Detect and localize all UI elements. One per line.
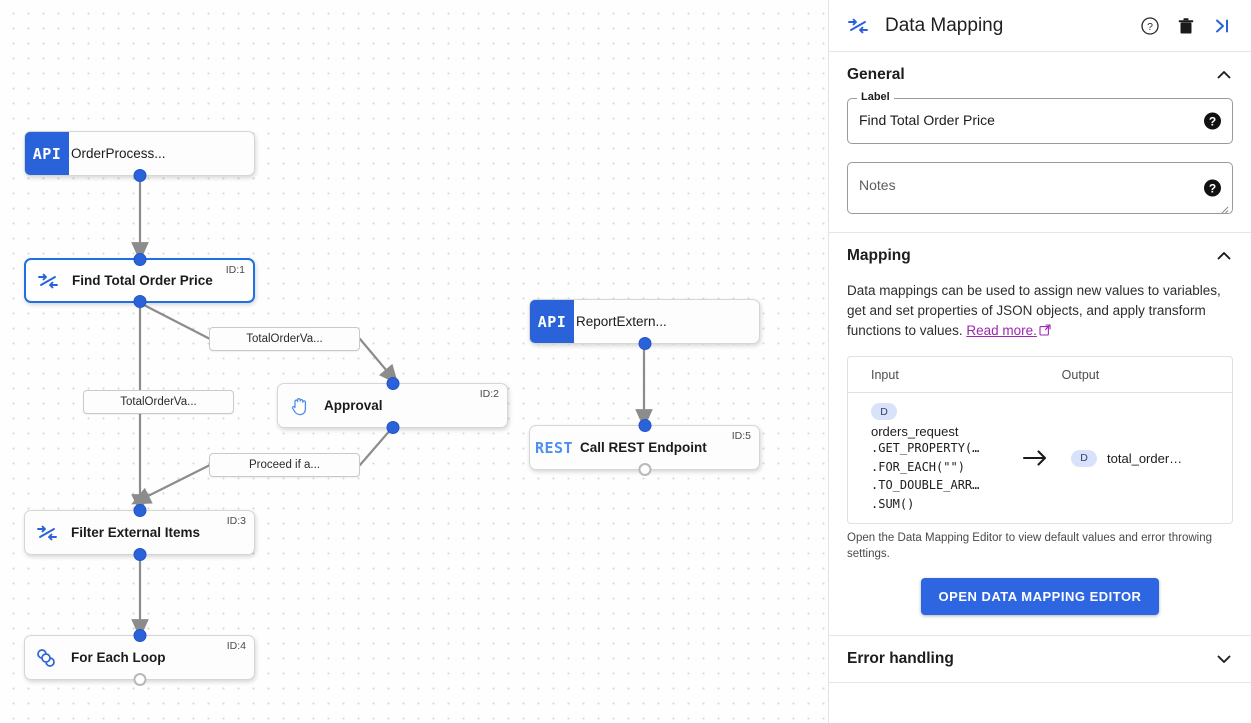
workflow-node[interactable]: REST Call REST Endpoint ID:5 — [529, 419, 760, 476]
mapping-editor-note: Open the Data Mapping Editor to view def… — [847, 532, 1213, 560]
workflow-node[interactable]: For Each Loop ID:4 — [24, 629, 255, 686]
edge-label[interactable]: TotalOrderVa... — [83, 390, 234, 414]
edge-layer — [131, 176, 653, 639]
input-variable-name: orders_request — [871, 424, 959, 439]
workflow-node[interactable]: Filter External Items ID:3 — [24, 504, 255, 561]
workflow-node[interactable]: Approval ID:2 — [277, 377, 508, 434]
node-id-label: ID:4 — [226, 640, 246, 652]
node-title: For Each Loop — [71, 650, 166, 665]
node-port-top[interactable] — [133, 629, 146, 642]
node-port-bottom[interactable] — [133, 673, 146, 686]
rest-badge: REST — [534, 438, 574, 457]
mapping-table-header: Input Output — [848, 357, 1232, 393]
properties-panel: Data Mapping ? — [829, 0, 1251, 723]
output-type-badge: D — [1071, 449, 1098, 467]
node-port-bottom[interactable] — [133, 169, 146, 182]
loop-icon — [25, 648, 69, 667]
node-port-top[interactable] — [638, 419, 651, 432]
notes-resize-handle[interactable] — [1219, 201, 1229, 214]
mapping-description: Data mappings can be used to assign new … — [847, 281, 1233, 342]
output-variable-name: total_order… — [1107, 450, 1183, 466]
label-field-legend: Label — [857, 91, 894, 103]
read-more-link[interactable]: Read more. — [966, 323, 1037, 338]
mapping-icon — [26, 271, 70, 291]
mapping-output-cell[interactable]: D total_order… — [1063, 449, 1232, 467]
node-port-top[interactable] — [133, 504, 146, 517]
error-handling-section-title: Error handling — [847, 650, 954, 667]
collapse-panel-icon[interactable] — [1207, 11, 1237, 41]
node-title: Approval — [324, 398, 383, 413]
panel-header: Data Mapping ? — [829, 0, 1251, 52]
mapping-table: Input Output D orders_request .GET_PROPE… — [847, 356, 1233, 524]
node-title: ReportExtern... — [576, 314, 667, 329]
node-title: Filter External Items — [71, 525, 201, 540]
api-badge: API — [530, 300, 574, 343]
general-section-header[interactable]: General — [847, 52, 1233, 98]
node-port-bottom[interactable] — [386, 421, 399, 434]
chevron-down-icon[interactable] — [1215, 650, 1233, 668]
input-transform-1: .FOR_EACH("") — [871, 459, 965, 474]
edge-label[interactable]: Proceed if a... — [209, 453, 360, 477]
node-port-bottom[interactable] — [133, 548, 146, 561]
mapping-icon — [25, 523, 69, 543]
workflow-node[interactable]: Find Total Order Price ID:1 — [24, 253, 255, 308]
edge-label[interactable]: TotalOrderVa... — [209, 327, 360, 351]
input-transform-0: .GET_PROPERTY(… — [871, 441, 980, 455]
data-mapping-arrows-icon — [847, 16, 869, 36]
mapping-section-title: Mapping — [847, 247, 911, 264]
mapping-arrow-icon — [1009, 447, 1063, 469]
node-id-label: ID:1 — [225, 264, 245, 276]
mapping-section-header[interactable]: Mapping — [847, 233, 1233, 279]
node-title: OrderProcess... — [71, 146, 166, 161]
notes-field-placeholder[interactable]: Notes — [859, 177, 896, 193]
help-icon[interactable]: ? — [1135, 11, 1165, 41]
node-port-top[interactable] — [386, 377, 399, 390]
label-help-icon[interactable]: ? — [1204, 112, 1221, 130]
node-port-bottom[interactable] — [133, 295, 146, 308]
node-id-label: ID:2 — [479, 388, 499, 400]
node-port-bottom[interactable] — [638, 463, 651, 476]
label-field[interactable]: Label Find Total Order Price ? — [847, 91, 1233, 144]
section-divider-2 — [829, 635, 1251, 636]
table-row[interactable]: D orders_request .GET_PROPERTY(… .FOR_EA… — [848, 393, 1232, 523]
column-header-output: Output — [1061, 367, 1100, 382]
node-id-label: ID:5 — [731, 430, 751, 442]
node-title: Find Total Order Price — [72, 273, 213, 288]
general-section: General Label Find Total Order Price ? N… — [829, 52, 1251, 232]
node-id-label: ID:3 — [226, 515, 246, 527]
notes-help-icon[interactable]: ? — [1204, 179, 1221, 197]
hand-icon — [278, 394, 322, 418]
mapping-section: Mapping Data mappings can be used to ass… — [829, 233, 1251, 635]
notes-field[interactable]: Notes ? — [847, 162, 1233, 214]
input-transform-3: .SUM() — [871, 496, 915, 511]
chevron-up-icon[interactable] — [1215, 66, 1233, 84]
delete-icon[interactable] — [1171, 11, 1201, 41]
label-field-value[interactable]: Find Total Order Price — [859, 112, 995, 128]
section-divider-1 — [829, 232, 1251, 233]
external-link-icon[interactable] — [1039, 322, 1051, 342]
error-handling-section: Error handling — [829, 636, 1251, 682]
node-port-bottom[interactable] — [638, 337, 651, 350]
chevron-up-icon[interactable] — [1215, 247, 1233, 265]
general-section-title: General — [847, 66, 905, 83]
panel-title: Data Mapping — [885, 14, 1004, 36]
column-header-input: Input — [871, 367, 899, 382]
input-type-badge: D — [871, 403, 897, 420]
section-divider-3 — [829, 682, 1251, 683]
node-port-top[interactable] — [133, 253, 146, 266]
mapping-description-text: Data mappings can be used to assign new … — [847, 283, 1221, 338]
node-title: Call REST Endpoint — [580, 440, 707, 455]
api-badge: API — [25, 132, 69, 175]
svg-text:?: ? — [1147, 21, 1153, 33]
error-handling-section-header[interactable]: Error handling — [847, 636, 1233, 682]
open-data-mapping-editor-button[interactable]: OPEN DATA MAPPING EDITOR — [920, 578, 1160, 615]
input-transform-2: .TO_DOUBLE_ARR… — [871, 478, 980, 492]
mapping-input-cell[interactable]: D orders_request .GET_PROPERTY(… .FOR_EA… — [848, 393, 1009, 523]
